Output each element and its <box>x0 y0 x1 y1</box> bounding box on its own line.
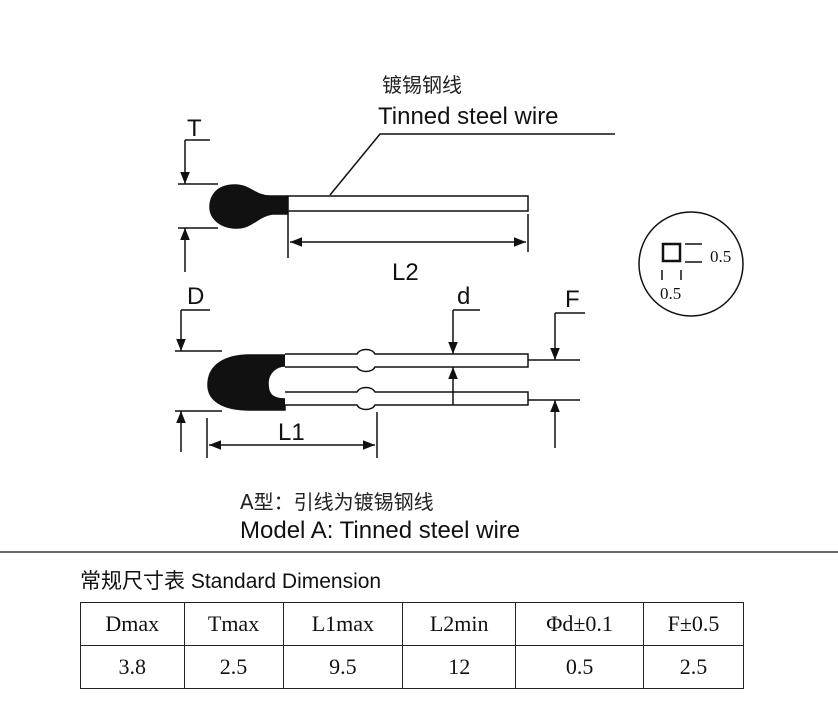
dim-label-T: T <box>187 115 202 142</box>
header-cell: L2min <box>402 602 517 646</box>
value-cell: 9.5 <box>282 645 404 689</box>
lead-wire-lower <box>285 386 529 411</box>
value-cell: 0.5 <box>515 645 645 689</box>
header-cell: Tmax <box>183 602 284 646</box>
leader-line <box>329 133 615 196</box>
thermistor-bead-top <box>209 184 289 229</box>
value-cell: 2.5 <box>183 645 284 689</box>
value-cell: 12 <box>402 645 517 689</box>
value-cell: 3.8 <box>80 645 185 689</box>
value-cell: 2.5 <box>643 645 744 689</box>
detail-circle <box>638 211 744 317</box>
dim-label-d: d <box>457 283 470 310</box>
lead-wire-upper <box>285 348 529 373</box>
dimension-table: Dmax Tmax L1max L2min Φd±0.1 F±0.5 3.8 2… <box>80 602 744 689</box>
detail-value-right: 0.5 <box>710 247 731 266</box>
wire-label-cn: 镀锡钢线 <box>382 73 462 97</box>
lead-wire-top <box>287 195 529 212</box>
dim-label-L2: L2 <box>392 259 419 286</box>
detail-value-bottom: 0.5 <box>660 284 681 303</box>
header-cell: Dmax <box>80 602 185 646</box>
model-label-cn: A型：引线为镀锡钢线 <box>240 490 434 514</box>
dim-label-L1: L1 <box>278 419 305 446</box>
table-title: 常规尺寸表 Standard Dimension <box>80 570 382 593</box>
table-row: 3.8 2.5 9.5 12 0.5 2.5 <box>80 645 744 689</box>
model-label-en: Model A: Tinned steel wire <box>240 517 520 544</box>
thermistor-bead-bottom <box>207 354 286 411</box>
header-cell: Φd±0.1 <box>515 602 645 646</box>
wire-label-en: Tinned steel wire <box>378 103 559 130</box>
header-cell: L1max <box>282 602 404 646</box>
dim-label-D: D <box>187 283 204 310</box>
header-cell: F±0.5 <box>643 602 744 646</box>
dim-label-F: F <box>565 286 580 313</box>
table-header-row: Dmax Tmax L1max L2min Φd±0.1 F±0.5 <box>80 602 744 646</box>
